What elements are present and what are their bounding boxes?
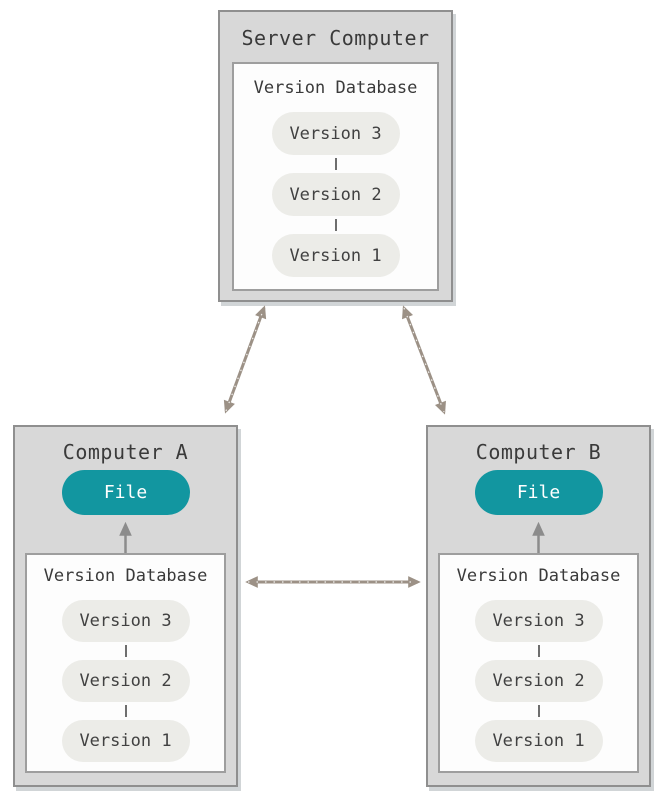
version-connector	[334, 219, 337, 231]
version-database-label: Version Database	[253, 78, 418, 98]
file-label: File	[103, 482, 148, 503]
version-pill: Version 1	[271, 234, 400, 277]
version-stack: Version 3 Version 2 Version 1	[474, 600, 603, 762]
arrow-computer-b-server	[402, 305, 446, 415]
computer-a-version-database-box: Version Database Version 3 Version 2 Ver…	[25, 553, 226, 773]
version-connector	[537, 705, 540, 717]
version-pill: Version 1	[61, 720, 190, 762]
file-pill-a: File	[61, 470, 190, 515]
arrow-dots	[225, 307, 265, 412]
version-database-label: Version Database	[456, 566, 621, 586]
computer-a-title: Computer A	[62, 440, 189, 464]
version-pill: Version 2	[271, 173, 400, 216]
file-label: File	[516, 482, 561, 503]
computer-a-box: Computer A File Version Database Version…	[13, 425, 238, 787]
computer-b-box: Computer B File Version Database Version…	[426, 425, 651, 787]
version-connector	[124, 705, 127, 717]
arrow-computer-a-server	[223, 305, 267, 414]
computer-b-title: Computer B	[475, 440, 602, 464]
file-pill-b: File	[474, 470, 603, 515]
version-pill: Version 3	[474, 600, 603, 642]
version-stack: Version 3 Version 2 Version 1	[61, 600, 190, 762]
version-stack: Version 3 Version 2 Version 1	[271, 112, 400, 277]
server-version-database-box: Version Database Version 3 Version 2 Ver…	[232, 62, 439, 291]
version-pill: Version 2	[61, 660, 190, 702]
server-computer-box: Server Computer Version Database Version…	[218, 10, 453, 302]
version-pill: Version 2	[474, 660, 603, 702]
version-database-label: Version Database	[43, 566, 208, 586]
computer-b-version-database-box: Version Database Version 3 Version 2 Ver…	[438, 553, 639, 773]
version-pill: Version 3	[271, 112, 400, 155]
version-connector	[334, 158, 337, 170]
arrow-dots	[403, 307, 445, 413]
version-connector	[124, 645, 127, 657]
version-connector	[537, 645, 540, 657]
version-pill: Version 1	[474, 720, 603, 762]
server-computer-title: Server Computer	[241, 26, 430, 50]
version-pill: Version 3	[61, 600, 190, 642]
